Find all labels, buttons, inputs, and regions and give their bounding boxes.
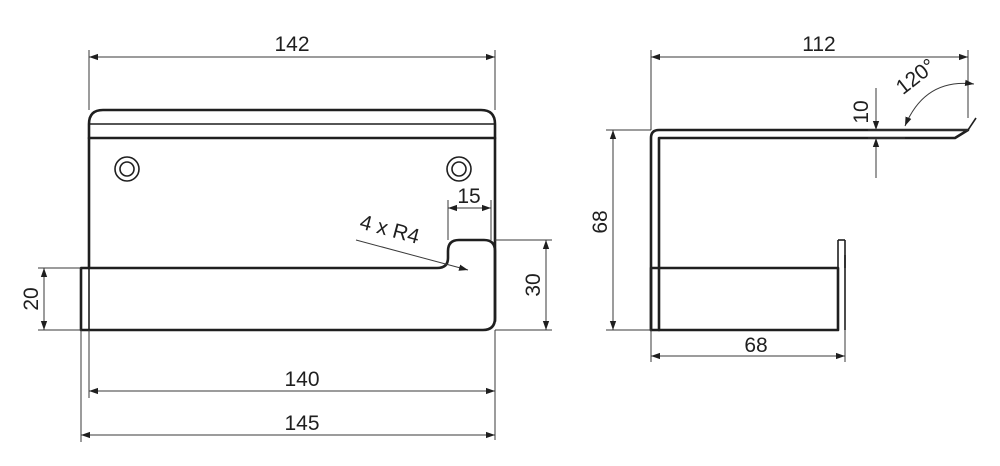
dim-bar-height-label: 20 (20, 287, 43, 310)
side-profile-outline (649, 128, 970, 332)
side-roll-bar (649, 266, 840, 332)
angle-arc (904, 79, 975, 127)
mounting-hole-left (114, 156, 140, 182)
dim-hook-height-label: 30 (522, 273, 545, 296)
dim-width-top-label: 142 (274, 33, 309, 56)
dim-depth-top-label: 112 (802, 33, 835, 56)
back-plate-outline (87, 108, 497, 323)
dim-bar-width-label: 140 (284, 368, 319, 391)
dim-height-label: 68 (589, 210, 612, 233)
dim-depth-bottom-label: 68 (744, 334, 767, 357)
roll-bar-outline (79, 238, 497, 332)
radius-leader (355, 239, 469, 271)
mounting-hole-right (446, 156, 472, 182)
side-view: 112 120° 10 68 68 (589, 33, 977, 362)
dim-angle-label: 120° (892, 54, 940, 99)
dim-overall-width-label: 145 (284, 412, 319, 435)
front-view: 142 15 4 x R4 30 20 140 145 (20, 33, 552, 442)
dim-hook-width-label: 15 (457, 185, 480, 208)
dim-thickness-label: 10 (850, 100, 873, 123)
angled-tip-edge (967, 117, 977, 131)
